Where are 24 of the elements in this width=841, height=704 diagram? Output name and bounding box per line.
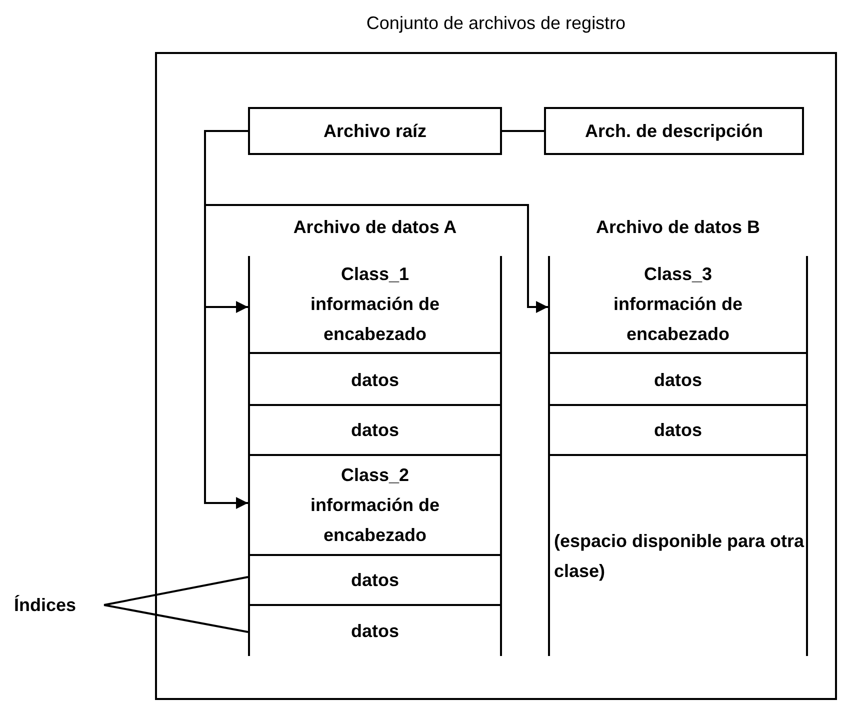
arrow xyxy=(204,130,548,313)
box-text: Class_2 información de encabezado xyxy=(309,464,440,547)
box-text: Archivo raíz xyxy=(323,120,427,143)
heading: Conjunto de archivos de registro xyxy=(365,12,627,35)
header-record xyxy=(550,256,806,354)
connector-line xyxy=(104,604,248,633)
heading: Archivo de datos A xyxy=(292,216,458,239)
connector-line xyxy=(502,130,544,132)
box-text: datos xyxy=(350,569,399,592)
label-text: Índices xyxy=(14,594,76,617)
box-text: Class_1 información de encabezado xyxy=(309,263,440,346)
box-text: Arch. de descripción xyxy=(584,120,764,143)
box-text: (espacio disponible para otra clase) xyxy=(553,530,806,583)
connector-line xyxy=(104,576,248,606)
box-text: Class_3 información de encabezado xyxy=(612,263,744,346)
box-text: datos xyxy=(350,620,399,643)
box-text: datos xyxy=(350,369,399,392)
header-record xyxy=(250,256,500,354)
record-box xyxy=(544,107,804,155)
heading: Archivo de datos B xyxy=(594,216,762,239)
record-box xyxy=(248,107,502,155)
box-text: datos xyxy=(654,369,702,392)
box-text: datos xyxy=(350,419,399,442)
box-text: datos xyxy=(654,419,702,442)
